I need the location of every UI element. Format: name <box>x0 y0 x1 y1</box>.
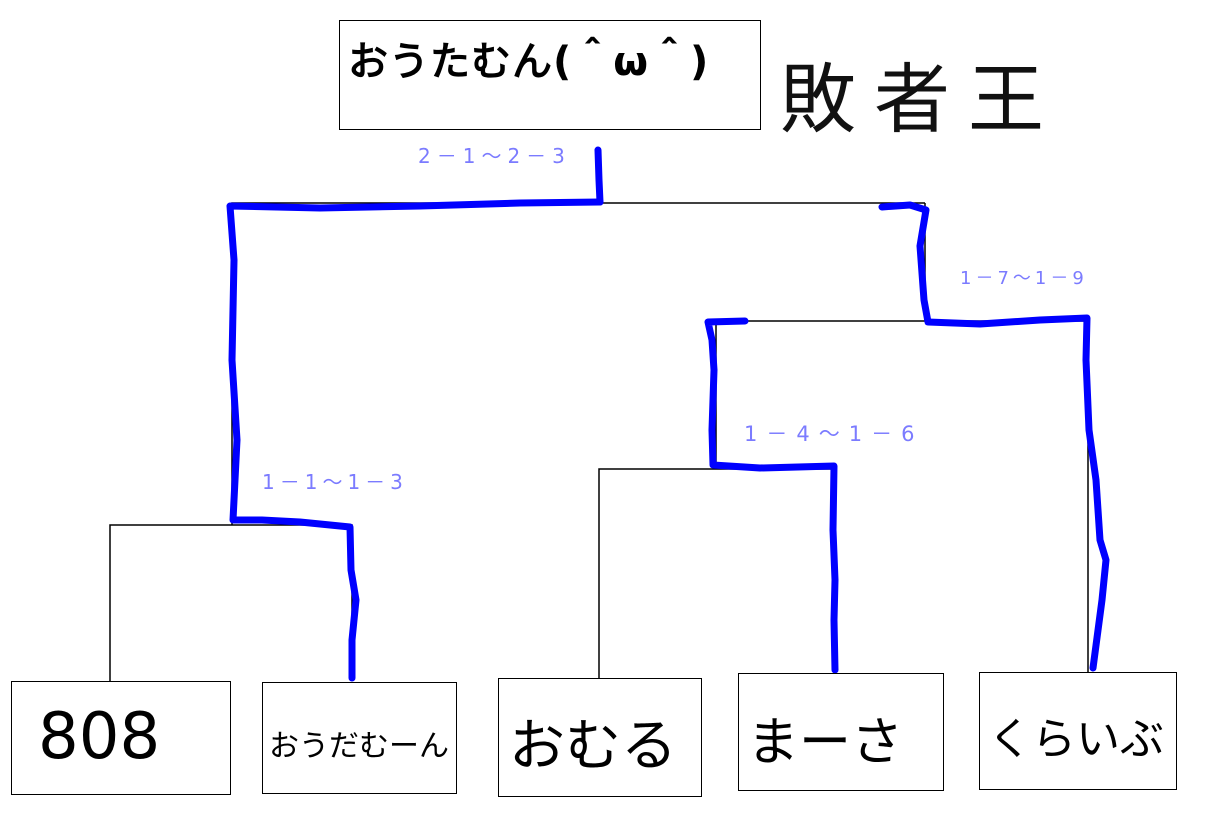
bracket-line-right-quarter <box>598 468 836 678</box>
match-label-right-quarter: 1－4～1－6 <box>744 422 924 446</box>
match-label-left-quarter: 1－1～1－3 <box>262 470 408 494</box>
winner-path-right-quarter <box>704 317 839 674</box>
match-label-right-semi: 1－7～1－9 <box>960 268 1088 289</box>
winner-path-left <box>226 198 604 682</box>
player-box-2: おうだむーん <box>262 682 457 794</box>
player-box-3: おむる <box>498 678 702 797</box>
winner-path-final-stem <box>594 146 604 206</box>
diagram-title: 敗者王 <box>780 55 1062 144</box>
player-box-5: くらいぶ <box>979 672 1177 790</box>
bracket-line-right-semi <box>716 320 1089 672</box>
player-box-4: まーさ <box>738 673 944 791</box>
bracket-line-left-quarter <box>109 524 353 681</box>
player-name-4: まーさ <box>747 713 904 773</box>
champion-box: おうたむん(＾ω＾) <box>339 20 761 130</box>
player-name-5: くらいぶ <box>988 714 1164 765</box>
player-name-3: おむる <box>509 714 677 779</box>
player-name-2: おうだむーん <box>269 729 449 764</box>
match-label-final: 2－1～2－3 <box>418 144 571 168</box>
champion-name: おうたむん(＾ω＾) <box>348 39 710 85</box>
player-name-1: 808 <box>38 700 161 774</box>
player-box-1: 808 <box>11 681 231 795</box>
winner-path-right-semi <box>878 201 1110 672</box>
